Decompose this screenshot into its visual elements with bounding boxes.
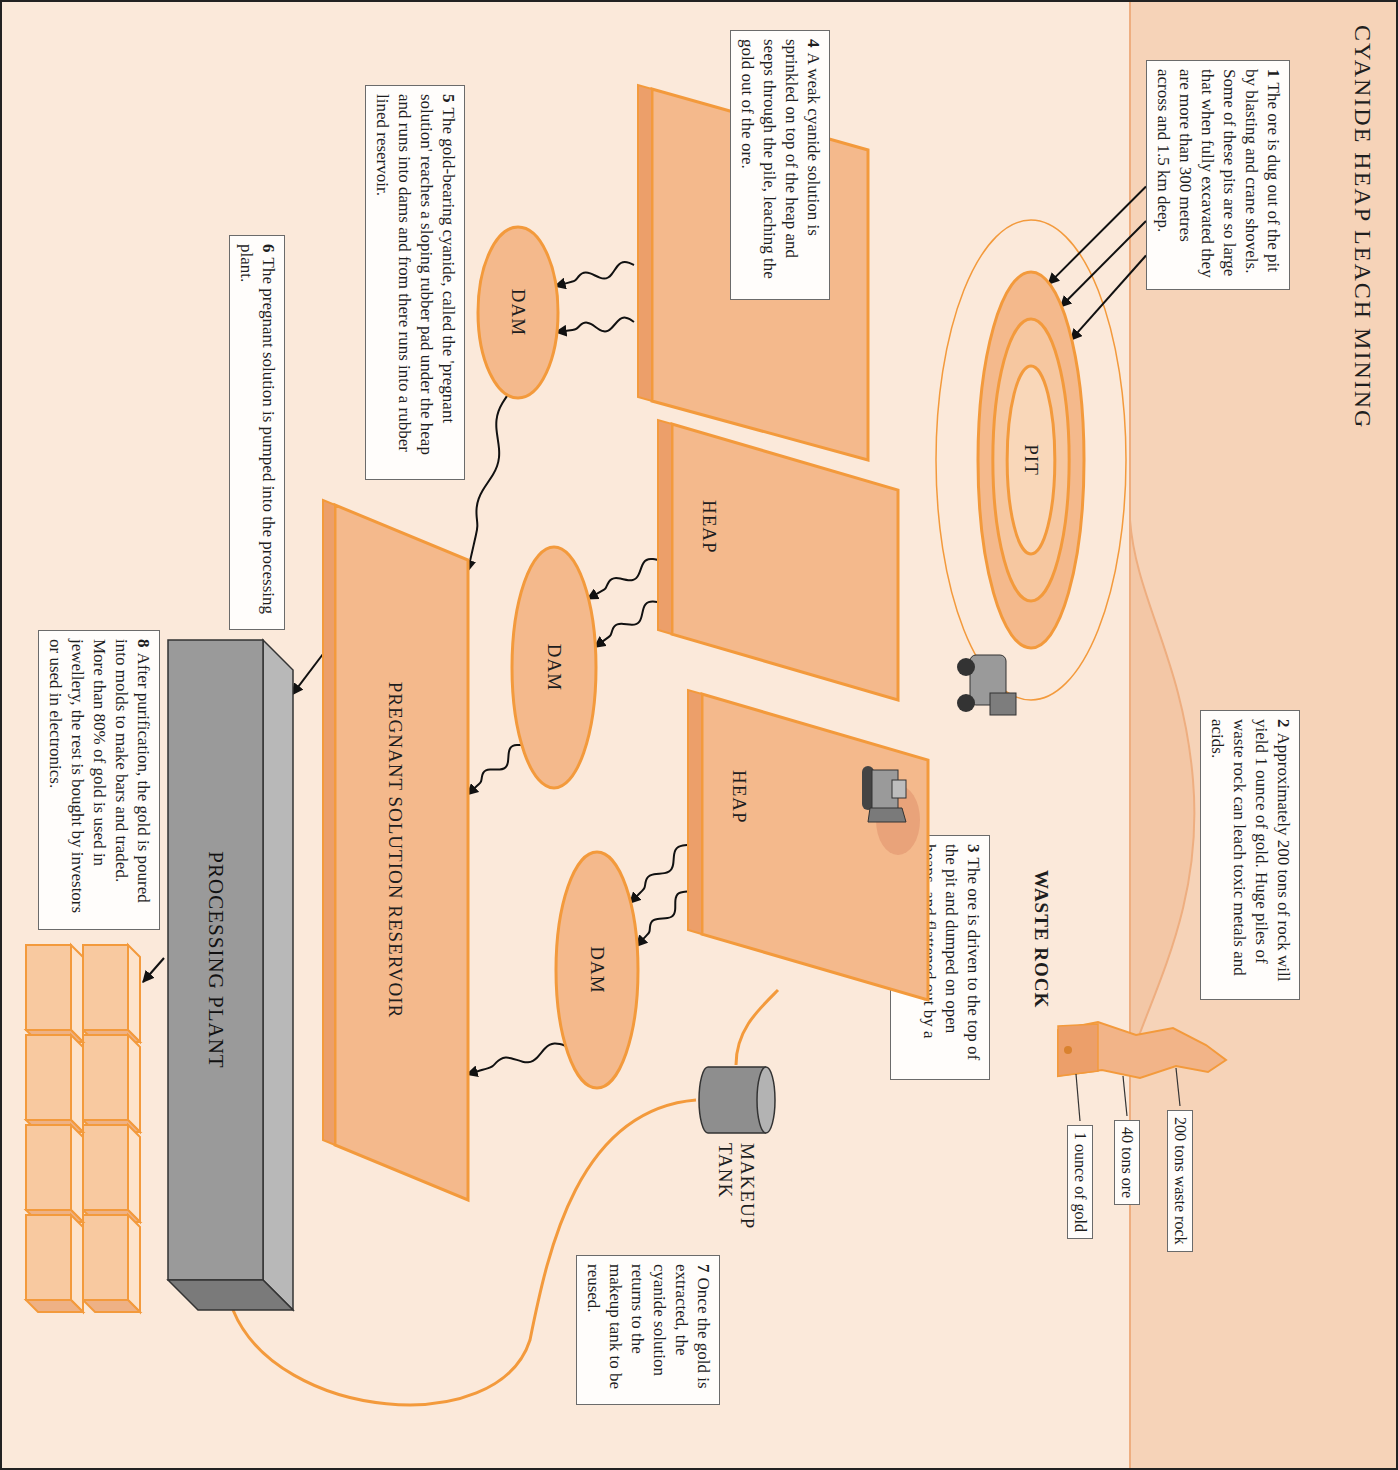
callout-text: Approximately 200 tons of rock will yiel… <box>1208 719 1293 981</box>
plant-top <box>263 640 293 1310</box>
dam-ellipse: DAM <box>510 545 598 790</box>
shape-label: DAM <box>543 644 565 691</box>
callout-box: 2Approximately 200 tons of rock will yie… <box>1200 710 1300 1000</box>
heap-slab: HEAP <box>658 420 898 700</box>
quantity-label: 1 ounce of gold <box>1067 1125 1093 1239</box>
callout-text: The pregnant solution is pumped into the… <box>237 244 278 614</box>
plant-end <box>168 1280 293 1310</box>
shape-label: PROCESSING PLANT <box>203 851 228 1068</box>
quantity-label: 40 tons ore <box>1114 1120 1140 1205</box>
hill <box>1130 520 1194 1060</box>
flow-wavy-arrow <box>468 395 508 570</box>
flow-arrow <box>1072 256 1146 340</box>
callout-number: 8 <box>134 639 153 648</box>
output-arrow <box>143 958 164 982</box>
shape-label: HEAP <box>698 500 720 554</box>
pit-ring <box>1007 366 1055 554</box>
pit-ring <box>993 319 1069 601</box>
callout-number: 1 <box>1264 69 1283 78</box>
quantity-label: 200 tons waste rock <box>1167 1110 1193 1252</box>
heap-top <box>672 424 898 700</box>
res-side <box>323 500 335 1145</box>
quantity-text: 1 ounce of gold <box>1072 1132 1089 1232</box>
title: CYANIDE HEAP LEACH MINING <box>1349 25 1376 429</box>
callout-text: A weak cyanide solution is sprinkled on … <box>738 39 823 279</box>
dam-ellipse: DAM <box>476 225 560 400</box>
plant-block: PROCESSING PLANT <box>168 640 293 1310</box>
callout-number: 3 <box>964 844 983 853</box>
shape-label: MAKEUP TANK <box>714 1143 758 1243</box>
far-land <box>1130 0 1398 1470</box>
makeup-tank: MAKEUP TANK <box>696 1065 776 1245</box>
flow-wavy-arrow <box>637 892 688 946</box>
pit-rim <box>936 220 1126 700</box>
shape-label: PIT <box>1020 444 1042 476</box>
tank-cylinder <box>696 1065 776 1135</box>
flow-wavy-arrow <box>588 559 658 598</box>
callout-number: 7 <box>694 1264 713 1273</box>
heap-outline <box>688 690 928 1000</box>
dam-ellipse <box>512 547 596 788</box>
callout-text: Once the gold is extracted, the cyanide … <box>584 1264 713 1389</box>
plant-outline <box>168 640 293 1310</box>
callout-box: 1The ore is dug out of the pit by blasti… <box>1146 60 1290 290</box>
callout-text: After purification, the gold is poured i… <box>46 639 153 913</box>
res-top <box>335 505 468 1200</box>
callout-number: 5 <box>439 94 458 103</box>
flow-wavy-arrow <box>468 745 522 794</box>
callout-box: 8After purification, the gold is poured … <box>38 630 160 930</box>
callout-box: 5The gold-bearing cyanide, called the 'p… <box>365 85 465 480</box>
shape-label: DAM <box>507 289 529 336</box>
quantity-text: 200 tons waste rock <box>1172 1117 1189 1245</box>
flow-arrow <box>293 654 323 694</box>
dam-ellipse: DAM <box>554 850 640 1090</box>
bulldozer <box>862 766 906 822</box>
wavy-arrow <box>556 262 634 286</box>
dump-truck <box>957 655 1016 715</box>
callout-box: 6The pregnant solution is pumped into th… <box>229 235 285 630</box>
pit-ring <box>978 272 1084 648</box>
callout-number: 2 <box>1274 719 1293 728</box>
pit-ellipse: PIT <box>976 270 1086 650</box>
heap-slab: HEAP <box>688 690 928 1000</box>
heap-side <box>688 690 702 934</box>
callout-text: The ore is dug out of the pit by blastin… <box>1154 69 1283 278</box>
callout-box: 7Once the gold is extracted, the cyanide… <box>576 1255 720 1405</box>
shape-label: HEAP <box>728 770 750 824</box>
flow-arrow <box>1061 221 1146 306</box>
waste-rock-pile <box>1058 1022 1226 1078</box>
heap-top <box>702 694 928 1000</box>
heap-side <box>658 420 672 634</box>
horizon-line <box>1129 0 1131 1470</box>
dam-ellipse <box>556 852 638 1088</box>
quantity-text: 40 tons ore <box>1119 1127 1136 1198</box>
reservoir-shape: PREGNANT SOLUTION RESERVOIR <box>323 500 468 1200</box>
shape-label: DAM <box>586 946 608 993</box>
dam-ellipse <box>478 227 558 398</box>
heap-outline <box>658 420 898 700</box>
callout-box: 4A weak cyanide solution is sprinkled on… <box>730 30 830 300</box>
flow-wavy-arrow <box>468 1043 566 1074</box>
plant-front <box>168 640 263 1280</box>
flow-wavy-arrow <box>595 602 658 647</box>
sprinkler-pipe <box>736 990 778 1065</box>
gold-bars <box>26 945 140 1312</box>
shape-label: PREGNANT SOLUTION RESERVOIR <box>385 682 407 1019</box>
callout-number: 6 <box>259 244 278 253</box>
leader-lines <box>1076 1068 1180 1121</box>
region-label: WASTE ROCK <box>1030 870 1052 1008</box>
callout-number: 4 <box>804 39 823 48</box>
wavy-arrow <box>557 318 634 332</box>
callout-text: The gold-bearing cyanide, called the 'pr… <box>373 94 458 455</box>
